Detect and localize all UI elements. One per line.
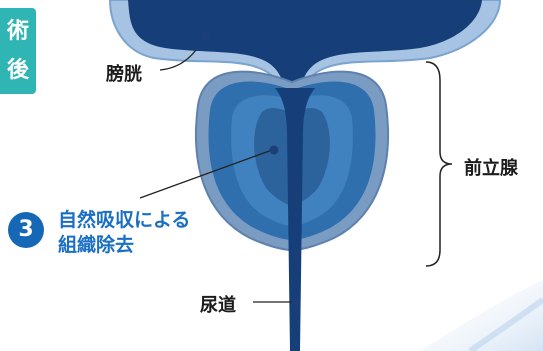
step-description-line-1: 自然吸収による xyxy=(58,205,190,232)
urethra-label: 尿道 xyxy=(200,291,236,317)
prostate-label: 前立腺 xyxy=(464,154,518,180)
bladder xyxy=(110,0,500,90)
post-op-tab: 術 後 xyxy=(0,8,36,94)
tab-char-2: 後 xyxy=(7,58,29,83)
prostate-bracket xyxy=(426,62,452,266)
step-number-badge: 3 xyxy=(8,212,44,248)
bladder-lumen xyxy=(128,0,482,86)
bladder-label: 膀胱 xyxy=(106,60,142,86)
bladder-leader-dot xyxy=(201,32,210,41)
step-description-line-2: 組織除去 xyxy=(58,230,134,257)
urethra-leader-dot xyxy=(292,298,301,307)
post-op-tab-label: 術 後 xyxy=(4,12,32,90)
tissue-leader-dot xyxy=(270,146,279,155)
tab-char-1: 術 xyxy=(7,19,29,44)
